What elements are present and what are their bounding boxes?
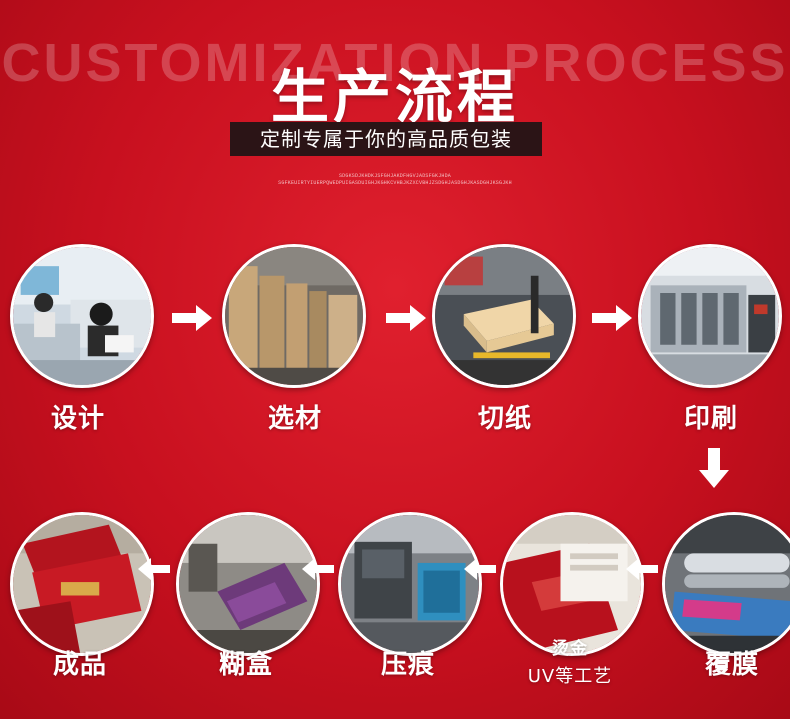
step-design-label: 设计 (50, 404, 105, 434)
arrow-right-icon (172, 305, 212, 331)
paper-rolls-photo (225, 247, 363, 385)
arrow-right-icon (592, 305, 632, 331)
step-creasing-label: 压痕 (380, 650, 435, 680)
arrow-right-icon (386, 305, 426, 331)
step-cutting-label: 切纸 (477, 404, 532, 434)
step-cutting-photo (432, 244, 576, 388)
box-gluing-photo (179, 515, 317, 653)
arrow-left-icon (302, 558, 334, 580)
arrow-left-icon (464, 558, 496, 580)
hot-stamping-photo (503, 515, 641, 653)
subtitle-banner: 定制专属于你的高品质包装 (230, 122, 542, 156)
step-finishing-label-1: 烫金 (552, 639, 588, 659)
page-title: 生产流程 (270, 63, 519, 131)
step-material-photo (222, 244, 366, 388)
office-workers-photo (13, 247, 151, 385)
arrow-down-icon (699, 448, 729, 488)
step-gluing-photo (176, 512, 320, 656)
step-finishing-photo (500, 512, 644, 656)
step-product-label: 成品 (52, 650, 107, 680)
laminating-machine-photo (665, 515, 790, 653)
step-laminating-label: 覆膜 (704, 650, 759, 680)
paper-stack-photo (435, 247, 573, 385)
step-creasing-photo (338, 512, 482, 656)
step-gluing-label: 糊盒 (218, 650, 273, 680)
arrow-left-icon (138, 558, 170, 580)
step-product-photo (10, 512, 154, 656)
step-laminating-photo (662, 512, 790, 656)
decorative-text-line-1: SDGKSDJKHDKJSFGHJAKDFHGVJADSFGKJHDA (338, 173, 452, 179)
step-material-label: 选材 (267, 404, 322, 434)
printing-press-photo (641, 247, 779, 385)
step-finishing-label-2: UV等工艺 (527, 666, 613, 687)
step-printing-label: 印刷 (683, 404, 738, 434)
background-title: CUSTOMIZATION PROCESS (1, 33, 789, 93)
die-cutting-photo (341, 515, 479, 653)
step-design-photo (10, 244, 154, 388)
step-printing-photo (638, 244, 782, 388)
finished-boxes-photo (13, 515, 151, 653)
decorative-text-line-2: SGFKEUIRTYIUERPQWEDPUIGASDUIGHJKGHKCVHBJ… (278, 180, 512, 186)
arrow-left-icon (626, 558, 658, 580)
